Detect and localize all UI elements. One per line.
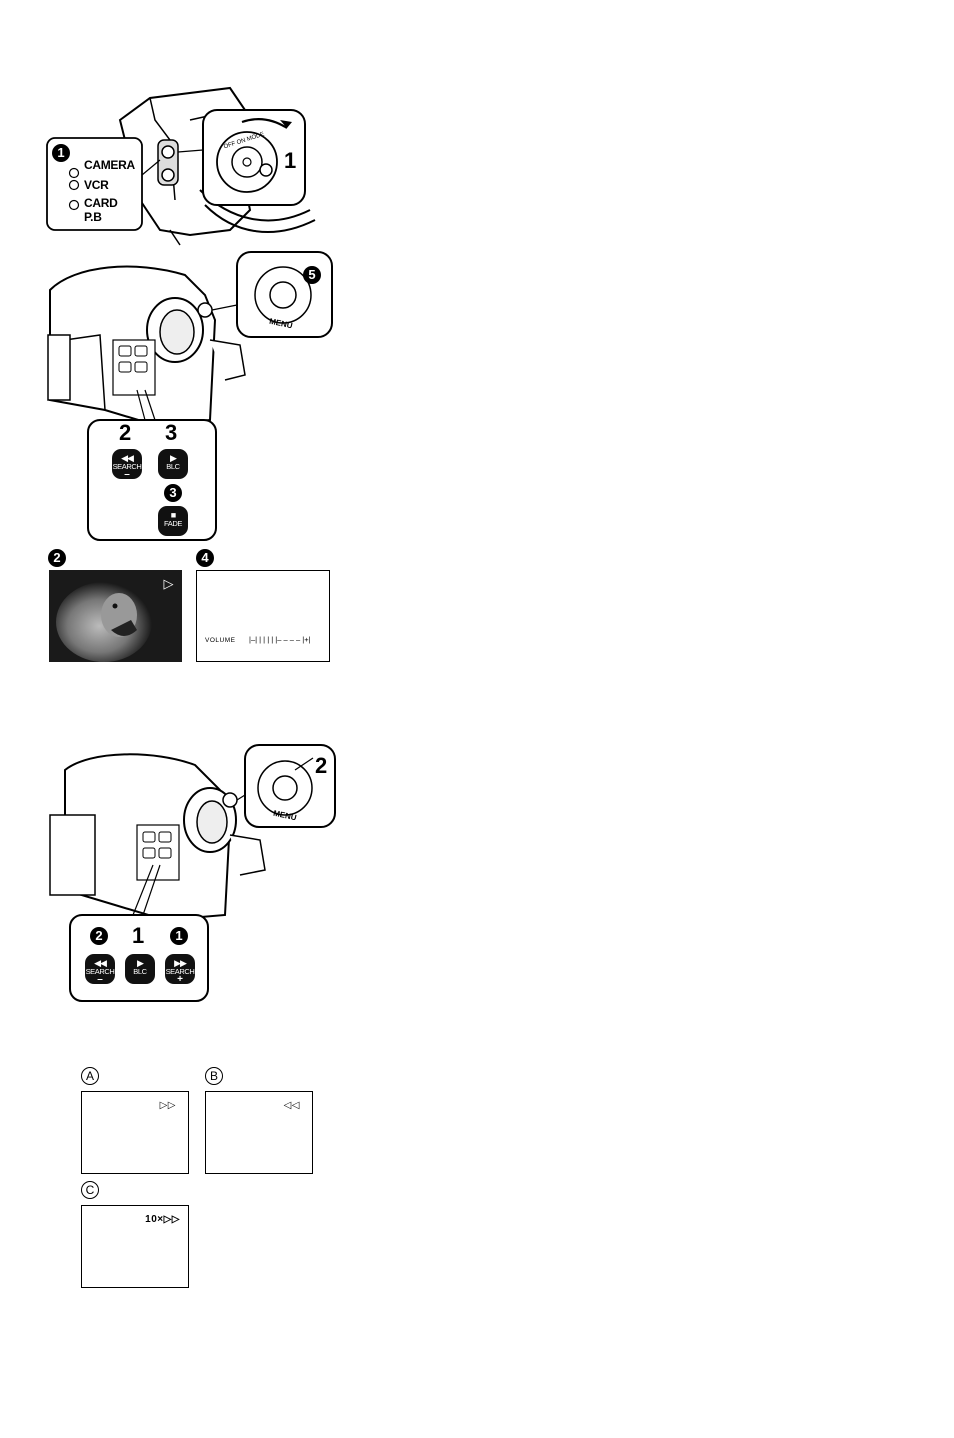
stop-icon: ■	[158, 506, 188, 520]
screen-letter-c: C	[81, 1181, 99, 1199]
search-rewind-button[interactable]: ◀◀ SEARCH –	[112, 449, 142, 479]
variable-speed-screen: 10×▷▷	[81, 1205, 189, 1288]
cue-indicator: ▷▷	[160, 1100, 176, 1111]
rewind-icon: ◀◀	[85, 954, 115, 968]
speed-indicator: 10×▷▷	[145, 1214, 180, 1225]
callout-marker-5: 5	[303, 266, 321, 284]
play-icon: ▶	[125, 954, 155, 968]
callout-marker-4: 4	[196, 549, 214, 567]
playback-picture: ▷	[49, 570, 182, 662]
volume-bar: |–| | | | | |– – – – |+|	[249, 635, 311, 644]
step-number-2: 2	[119, 422, 131, 444]
review-screen: ◁◁	[205, 1091, 313, 1174]
play-icon: ▶	[158, 449, 188, 463]
review-indicator: ◁◁	[284, 1100, 300, 1111]
search-rewind-button-b[interactable]: ◀◀ SEARCH –	[85, 954, 115, 984]
screen-letter-a: A	[81, 1067, 99, 1085]
fade-stop-button[interactable]: ■ FADE	[158, 506, 188, 536]
volume-screen: VOLUME |–| | | | | |– – – – |+|	[196, 570, 330, 662]
figure-menu-buttons: 5 MENU 2 3 ◀◀ SEARCH – ▶ BLC 3 ■ FADE	[45, 250, 345, 545]
callout-marker-2b: 2	[90, 927, 108, 945]
step-number-3: 3	[165, 422, 177, 444]
step-number-1: 1	[284, 150, 296, 172]
lamp-label-camera: CAMERA	[84, 159, 135, 171]
play-indicator: ▷	[164, 576, 175, 592]
rewind-icon: ◀◀	[112, 449, 142, 463]
lamp-label-vcr: VCR	[84, 179, 108, 191]
search-forward-button[interactable]: ▶▶ SEARCH +	[165, 954, 195, 984]
fast-forward-icon: ▶▶	[165, 954, 195, 968]
step-number-1b: 1	[132, 925, 144, 947]
camcorder-side-illustration	[45, 250, 345, 545]
lamp-label-pb: P.B	[84, 211, 102, 223]
step-number-2b: 2	[315, 755, 327, 777]
cue-screen: ▷▷	[81, 1091, 189, 1174]
screen-letter-b: B	[205, 1067, 223, 1085]
lion-image	[49, 570, 182, 662]
callout-marker-1: 1	[52, 144, 70, 162]
volume-label: VOLUME	[205, 637, 235, 644]
figure-mode-dial: 1 CAMERA VCR CARD P.B OFF ON MODE 1	[40, 80, 340, 250]
figure-search-buttons: 2 MENU 2 1 1 ◀◀ SEARCH – ▶ BLC ▶▶ SEARCH…	[45, 740, 340, 1005]
callout-marker-1b: 1	[170, 927, 188, 945]
callout-marker-3: 3	[164, 484, 182, 502]
callout-marker-2: 2	[48, 549, 66, 567]
lamp-label-card: CARD	[84, 197, 117, 209]
blc-play-button[interactable]: ▶ BLC	[158, 449, 188, 479]
blc-play-button-b[interactable]: ▶ BLC	[125, 954, 155, 984]
